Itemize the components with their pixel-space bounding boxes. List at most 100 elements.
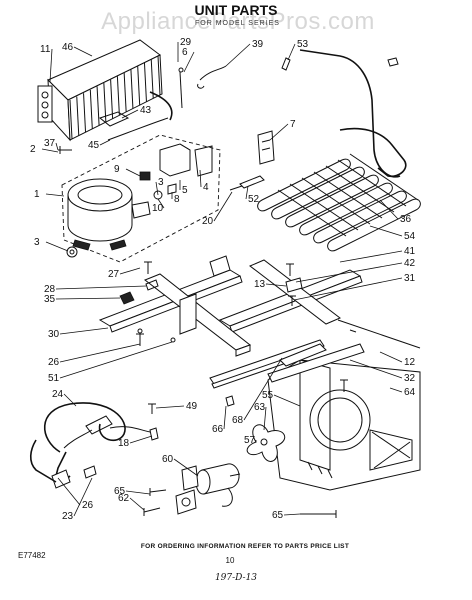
part-callout-13: 13	[254, 279, 266, 290]
callout-leader-line	[63, 393, 77, 407]
part-callout-23: 23	[62, 511, 74, 522]
part-callout-26: 26	[48, 357, 60, 368]
callout-leader-line	[45, 193, 65, 197]
part-callout-31: 31	[404, 273, 416, 284]
callout-leader-line	[269, 123, 289, 141]
callout-leader-line	[339, 250, 403, 263]
part-callout-60: 60	[162, 454, 174, 465]
part-callout-29: 29	[180, 37, 192, 48]
part-callout-42: 42	[404, 258, 416, 269]
part-callout-63: 63	[254, 402, 266, 413]
callout-leader-line	[245, 185, 249, 200]
part-callout-46: 46	[62, 42, 74, 53]
part-callout-27: 27	[108, 269, 120, 280]
callout-leader-line	[55, 297, 121, 300]
ordering-note: FOR ORDERING INFORMATION REFER TO PARTS …	[140, 543, 350, 550]
callout-leader-line	[155, 181, 159, 196]
part-callout-62: 62	[118, 493, 130, 504]
part-callout-28: 28	[44, 284, 56, 295]
part-callout-10: 10	[152, 203, 164, 214]
callout-leader-line	[121, 109, 139, 119]
callout-leader-line	[49, 48, 53, 83]
callout-leader-line	[265, 283, 287, 287]
callout-leader-line	[73, 477, 93, 517]
part-callout-3: 3	[158, 177, 164, 188]
part-callout-5: 5	[182, 185, 188, 196]
bracket-drawing	[98, 111, 130, 127]
part-callout-18: 18	[118, 438, 130, 449]
callout-leader-line	[389, 387, 403, 393]
compressor-assembly-drawing	[61, 134, 221, 263]
part-callout-35: 35	[44, 294, 56, 305]
part-callout-2: 2	[30, 144, 36, 155]
part-callout-6: 6	[182, 47, 188, 58]
callout-leader-line	[155, 405, 185, 409]
callout-leader-line	[129, 497, 145, 511]
callout-leader-line	[287, 43, 296, 61]
bracket-7-drawing	[257, 130, 275, 165]
part-callout-57: 57	[244, 435, 256, 446]
part-callout-65: 65	[114, 486, 126, 497]
handwritten-note: 197-D-13	[214, 573, 258, 583]
evaporator-drawing	[257, 153, 421, 252]
callout-leader-line	[223, 405, 227, 430]
part-callout-64: 64	[404, 387, 416, 398]
callout-leader-line	[263, 406, 267, 431]
callout-leader-line	[59, 341, 173, 379]
callout-leader-line	[125, 490, 151, 495]
callout-leader-line	[183, 51, 195, 73]
part-callout-65: 65	[272, 510, 284, 521]
part-callout-45: 45	[88, 140, 100, 151]
part-callout-12: 12	[404, 357, 416, 368]
base-frame-drawing	[98, 255, 363, 357]
power-cord-drawing	[29, 402, 151, 489]
part-callout-54: 54	[404, 231, 416, 242]
part-callout-68: 68	[232, 415, 244, 426]
part-callout-39: 39	[252, 39, 264, 50]
part-callout-3: 3	[34, 237, 40, 248]
callout-leader-line	[59, 343, 141, 363]
callout-leader-line	[55, 142, 59, 151]
part-callout-43: 43	[140, 105, 152, 116]
part-callout-49: 49	[186, 401, 198, 412]
part-callout-9: 9	[114, 164, 120, 175]
part-callout-32: 32	[404, 373, 416, 384]
callout-leader-line	[213, 191, 233, 222]
part-callout-4: 4	[203, 182, 209, 193]
condenser-drawing	[37, 39, 163, 142]
part-callout-26: 26	[82, 500, 94, 511]
callout-leader-line	[157, 198, 165, 209]
part-callout-7: 7	[290, 119, 296, 130]
callout-leader-line	[45, 241, 69, 252]
callout-leader-line	[243, 357, 283, 421]
part-callout-55: 55	[262, 390, 274, 401]
part-callout-66: 66	[212, 424, 224, 435]
suction-tube-drawing	[299, 49, 401, 178]
callout-leader-line	[57, 477, 81, 506]
page-title: UNIT PARTS	[194, 2, 278, 18]
callout-leader-line	[129, 435, 153, 444]
callout-leader-line	[293, 277, 403, 301]
part-callout-24: 24	[52, 389, 64, 400]
watermark: AppliancePartsPros.com	[101, 8, 375, 35]
part-callout-53: 53	[297, 39, 309, 50]
callout-leader-line	[173, 458, 199, 477]
callout-leader-line	[41, 148, 59, 153]
callout-leader-line	[283, 513, 301, 516]
tube-drawing	[149, 91, 173, 121]
callout-leader-line	[379, 351, 403, 363]
part-callout-36: 36	[400, 214, 412, 225]
fan-shroud-drawing	[267, 359, 421, 491]
part-callout-51: 51	[48, 373, 60, 384]
part-callout-41: 41	[404, 246, 416, 257]
part-callout-1: 1	[34, 189, 40, 200]
part-callout-11: 11	[40, 44, 51, 55]
part-callout-30: 30	[48, 329, 60, 340]
part-callout-20: 20	[202, 216, 214, 227]
part-callout-8: 8	[174, 194, 180, 205]
part-callout-52: 52	[248, 194, 260, 205]
part-callout-37: 37	[44, 138, 56, 149]
callout-leader-line	[199, 169, 202, 188]
